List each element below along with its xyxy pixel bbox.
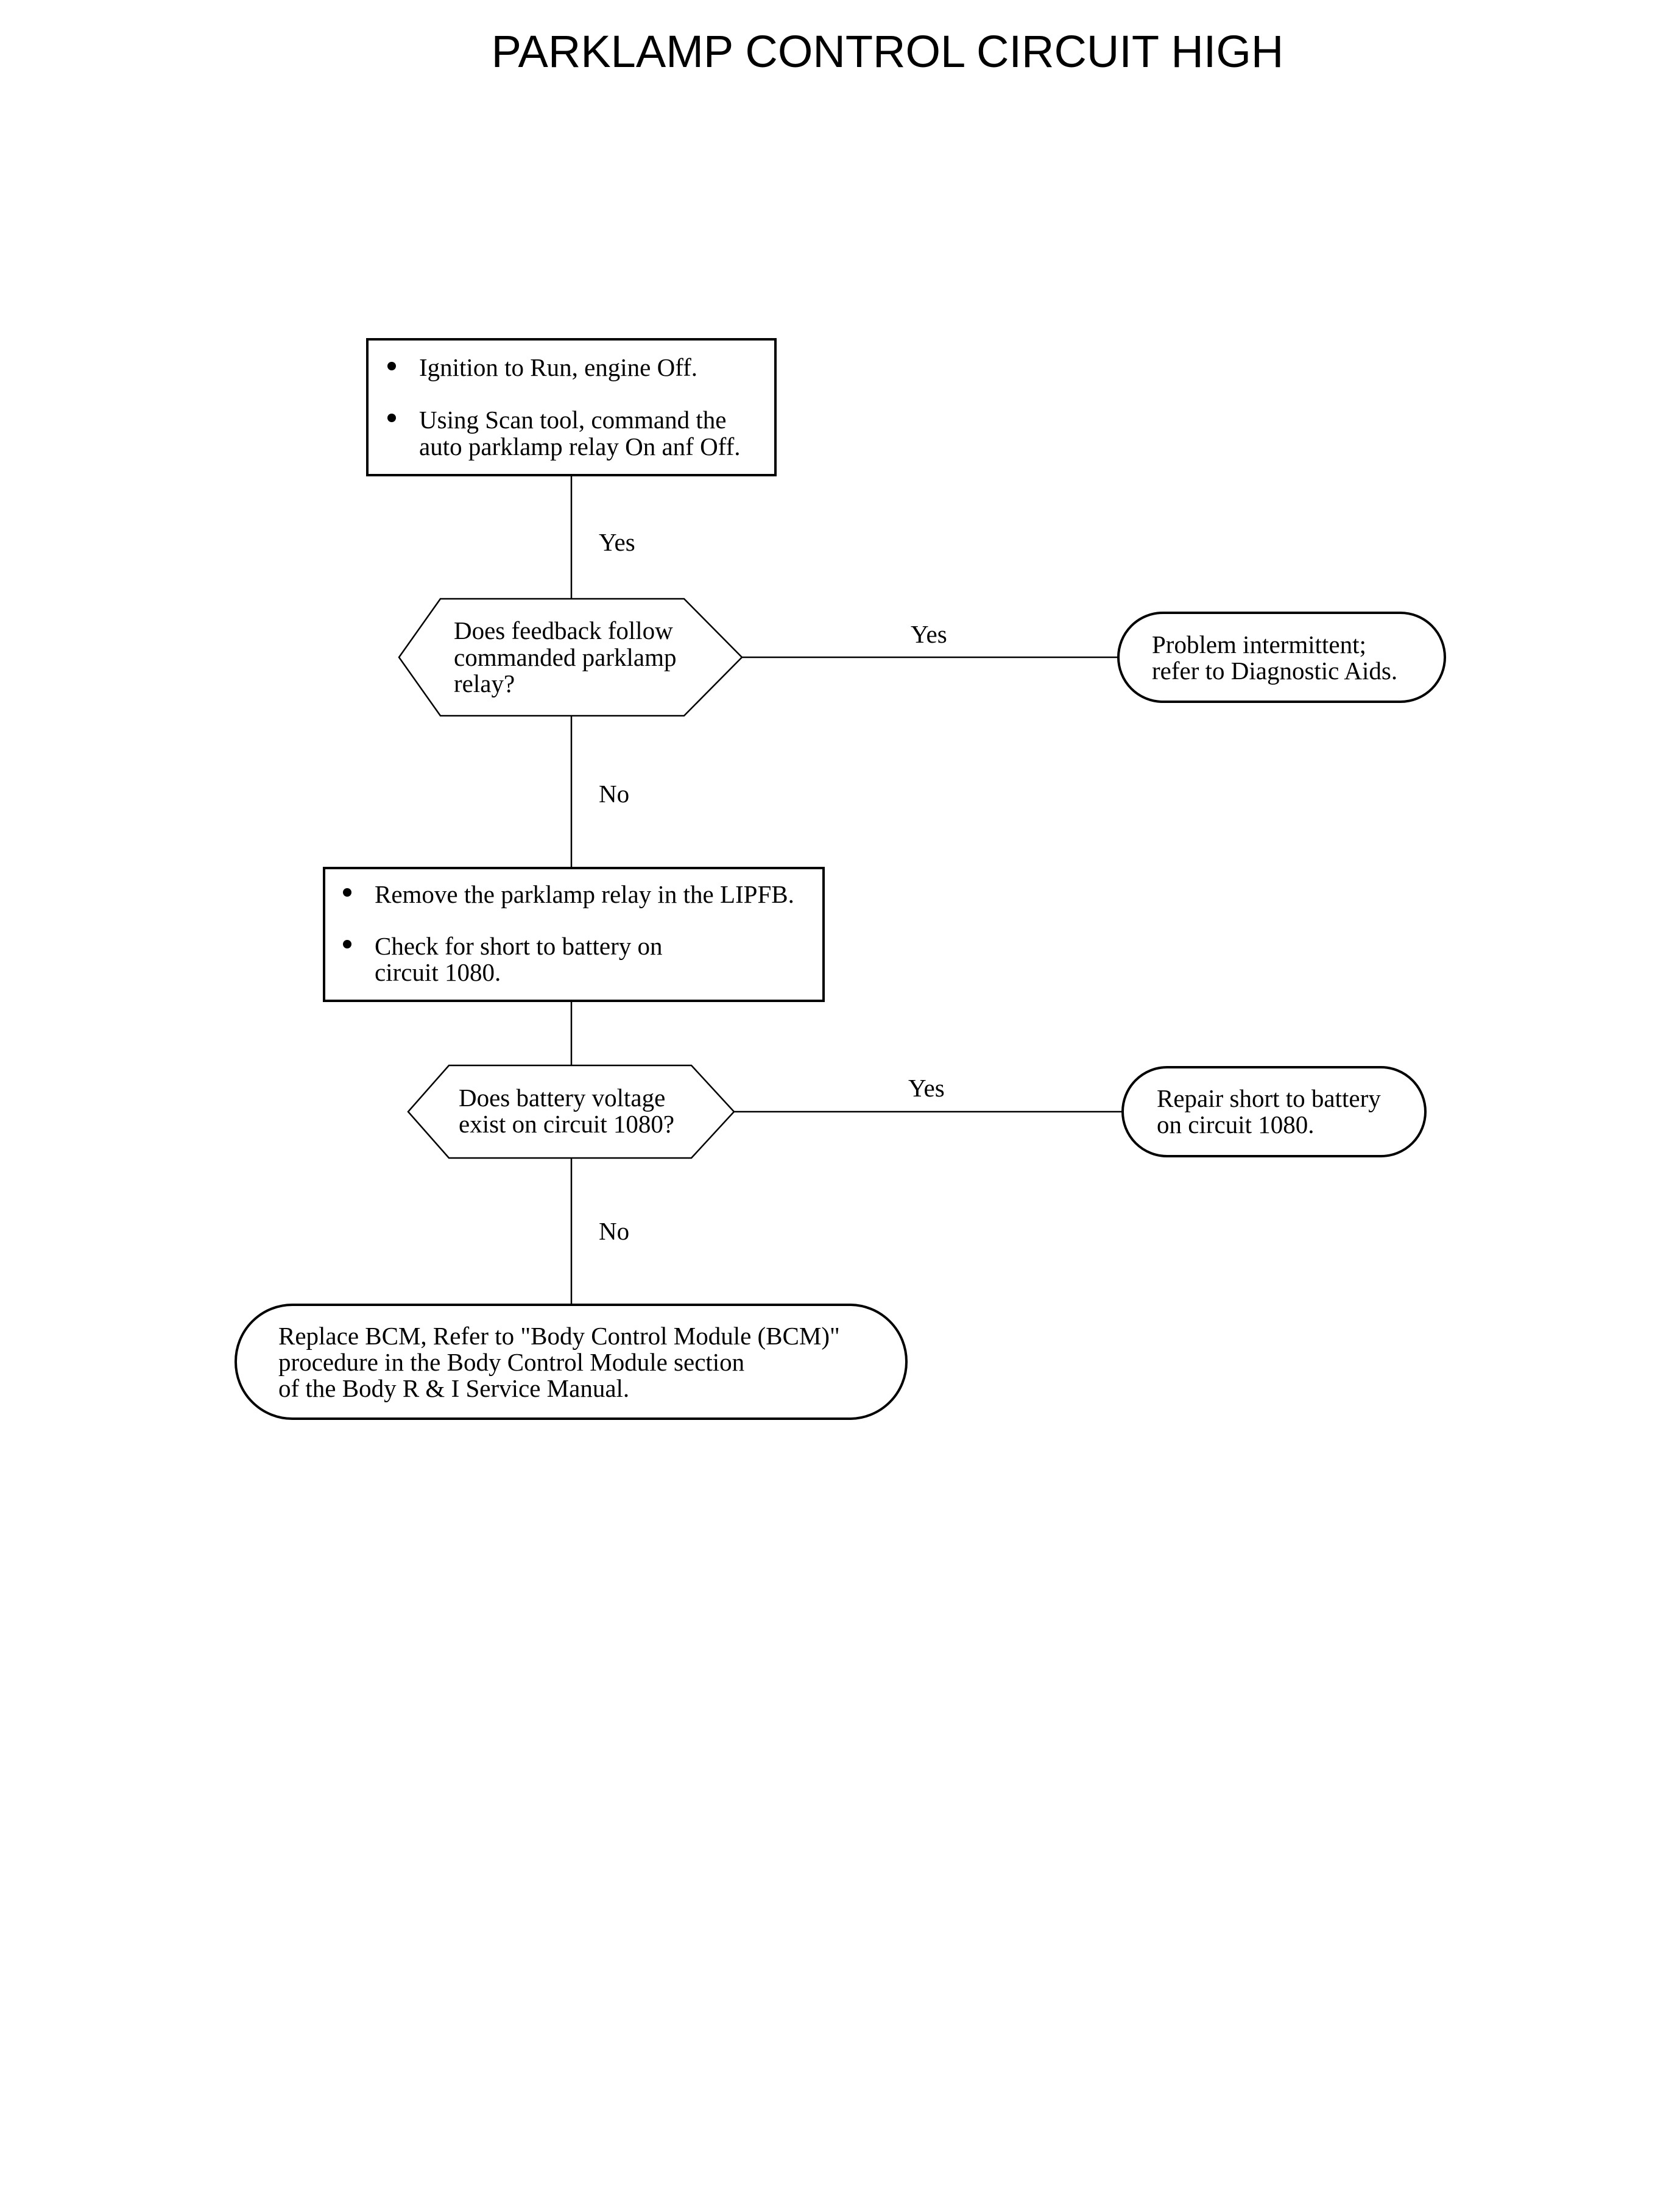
decision1-line2: commanded parklamp	[454, 643, 676, 671]
result2-line1: Repair short to battery	[1157, 1084, 1381, 1112]
result3-terminal: Replace BCM, Refer to "Body Control Modu…	[235, 1304, 908, 1420]
bullet-icon	[387, 362, 396, 370]
step2-bullet1-line1: Remove the parklamp relay in the LIPFB.	[375, 880, 794, 908]
step1-box: Ignition to Run, engine Off. Using Scan …	[366, 338, 777, 476]
step2-bullet2-line1: Check for short to battery on	[375, 932, 663, 960]
result2-line2: on circuit 1080.	[1157, 1110, 1314, 1139]
step1-bullet2-line1: Using Scan tool, command the	[419, 406, 726, 434]
edge-label-yes: Yes	[908, 1074, 945, 1102]
bullet-icon	[387, 414, 396, 422]
decision1-line3: relay?	[454, 669, 515, 697]
decision2-line2: exist on circuit 1080?	[459, 1110, 674, 1138]
decision2-line1: Does battery voltage	[459, 1084, 665, 1112]
decision1-hexagon: Does feedback follow commanded parklamp …	[398, 598, 743, 717]
page-title: PARKLAMP CONTROL CIRCUIT HIGH	[492, 26, 1284, 77]
result1-terminal: Problem intermittent; refer to Diagnosti…	[1117, 612, 1446, 703]
bullet-icon	[343, 888, 351, 897]
result3-line1: Replace BCM, Refer to "Body Control Modu…	[278, 1322, 840, 1350]
edge-label-yes: Yes	[911, 620, 947, 648]
result3-line3: of the Body R & I Service Manual.	[278, 1374, 629, 1402]
step1-bullet1-line1: Ignition to Run, engine Off.	[419, 353, 697, 381]
bullet-icon	[343, 940, 351, 948]
edge-label-no: No	[599, 780, 629, 808]
result1-line2: refer to Diagnostic Aids.	[1152, 657, 1397, 685]
edge-label-yes: Yes	[599, 528, 635, 556]
result3-line2: procedure in the Body Control Module sec…	[278, 1348, 744, 1376]
decision1-line1: Does feedback follow	[454, 616, 673, 644]
result1-line1: Problem intermittent;	[1152, 630, 1366, 658]
decision2-hexagon: Does battery voltage exist on circuit 10…	[407, 1064, 735, 1159]
step2-bullet2-line2: circuit 1080.	[375, 958, 501, 986]
result2-terminal: Repair short to battery on circuit 1080.	[1121, 1066, 1427, 1157]
step1-bullet2-line2: auto parklamp relay On anf Off.	[419, 432, 741, 461]
edge-label-no: No	[599, 1217, 629, 1245]
step2-box: Remove the parklamp relay in the LIPFB. …	[323, 867, 825, 1002]
